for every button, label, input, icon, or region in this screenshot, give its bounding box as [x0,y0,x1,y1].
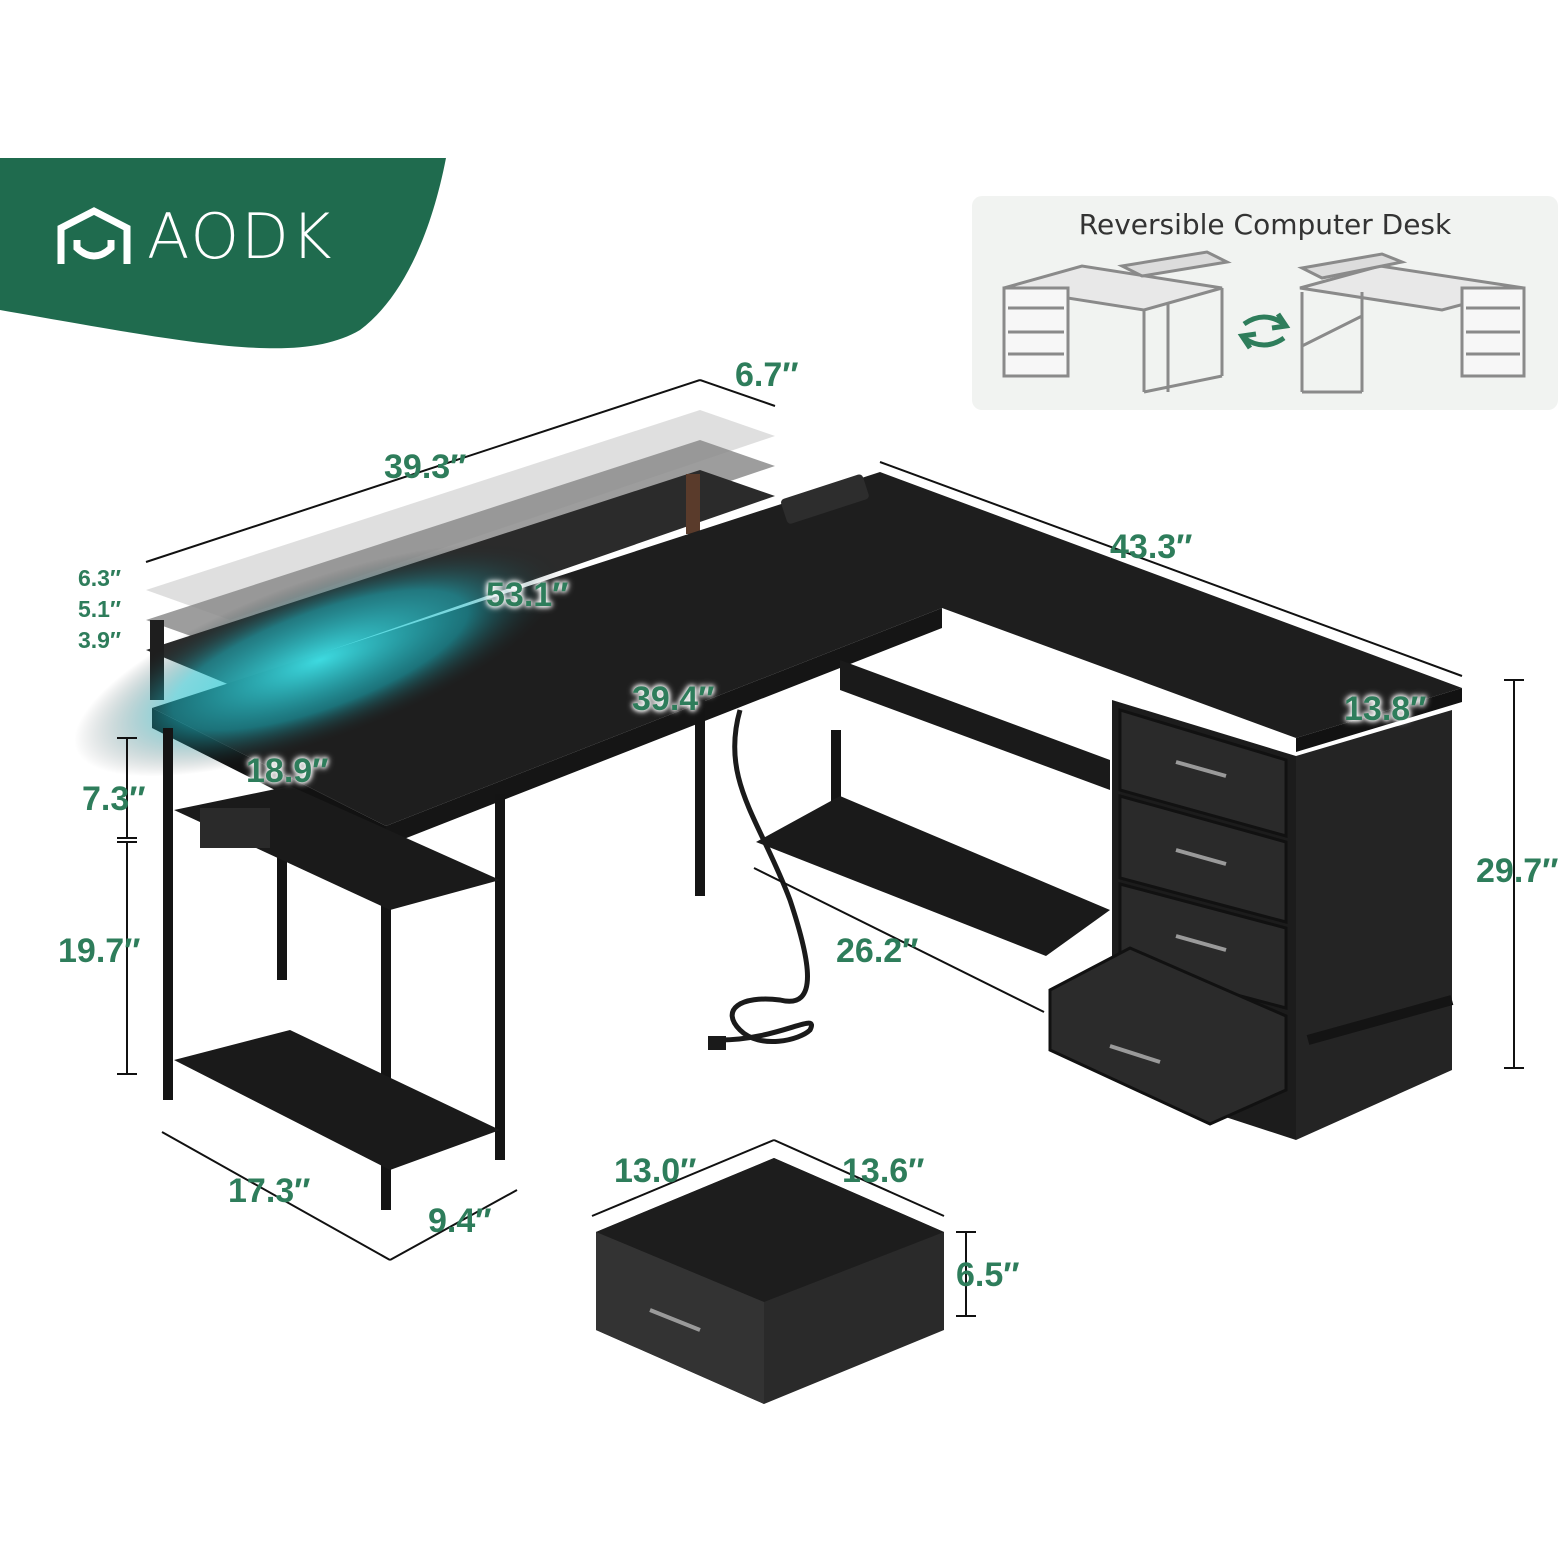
riser-depth-label: 6.7″ [735,356,799,394]
cable-shelf [840,660,1110,790]
inner-length-label: 39.4″ [632,680,715,718]
desk-surface [74,472,1462,846]
shelf-height-label: 19.7″ [58,932,141,970]
drawer-handles [1109,760,1227,1064]
riser-length-label: 39.3″ [384,448,467,486]
reversible-desk-illustration [1002,250,1526,394]
drawer-width-label: 13.6″ [842,1152,925,1190]
brand-banner [0,158,446,349]
headphone-hooks [200,808,270,848]
drawer-1 [1118,707,1288,838]
brand-name: AODK [147,200,334,273]
side-shelf-depth-label: 17.3″ [228,1172,311,1210]
bottom-shelf [756,796,1110,956]
swap-arrows-icon [1237,312,1291,350]
left-orientation-desk [1002,250,1232,394]
side-shelf-width-label: 9.4″ [428,1202,492,1240]
power-cord [719,709,814,1045]
desk-depth-label: 18.9″ [246,752,329,790]
drawer-4-open [1048,946,1288,1126]
right-orientation-desk [1297,252,1526,394]
drawer-handle [649,1308,701,1332]
reversible-desk-panel: Reversible Computer Desk [972,196,1558,410]
brand-logo: AODK [55,200,334,273]
return-length-label: 43.3″ [1110,528,1193,566]
drawer-3 [1118,882,1288,1010]
riser-height-top-label: 6.3″ [78,565,121,591]
house-logo-icon [57,206,131,264]
cabinet-foot-rail [1306,995,1454,1045]
leg-room-label: 26.2″ [836,932,919,970]
dimension-lines [117,379,1524,1317]
return-depth-label: 13.8″ [1344,690,1427,728]
panel-title: Reversible Computer Desk [1078,208,1452,241]
drawer-cabinet [1048,700,1454,1140]
middle-shelf-frame [695,700,841,896]
drawer-depth-label: 13.0″ [614,1152,697,1190]
lower-side-shelf [174,1030,500,1170]
drawer-space-height-label: 7.3″ [82,780,146,818]
power-strip [781,474,869,524]
riser-height-low-label: 3.9″ [78,627,121,653]
riser-height-mid-label: 5.1″ [78,596,121,622]
desk-height-label: 29.7″ [1476,852,1559,890]
desk-length-label: 53.1″ [486,576,569,614]
drawer-height-label: 6.5″ [956,1256,1020,1294]
separate-drawer [596,1158,944,1404]
power-plug [708,1036,726,1050]
